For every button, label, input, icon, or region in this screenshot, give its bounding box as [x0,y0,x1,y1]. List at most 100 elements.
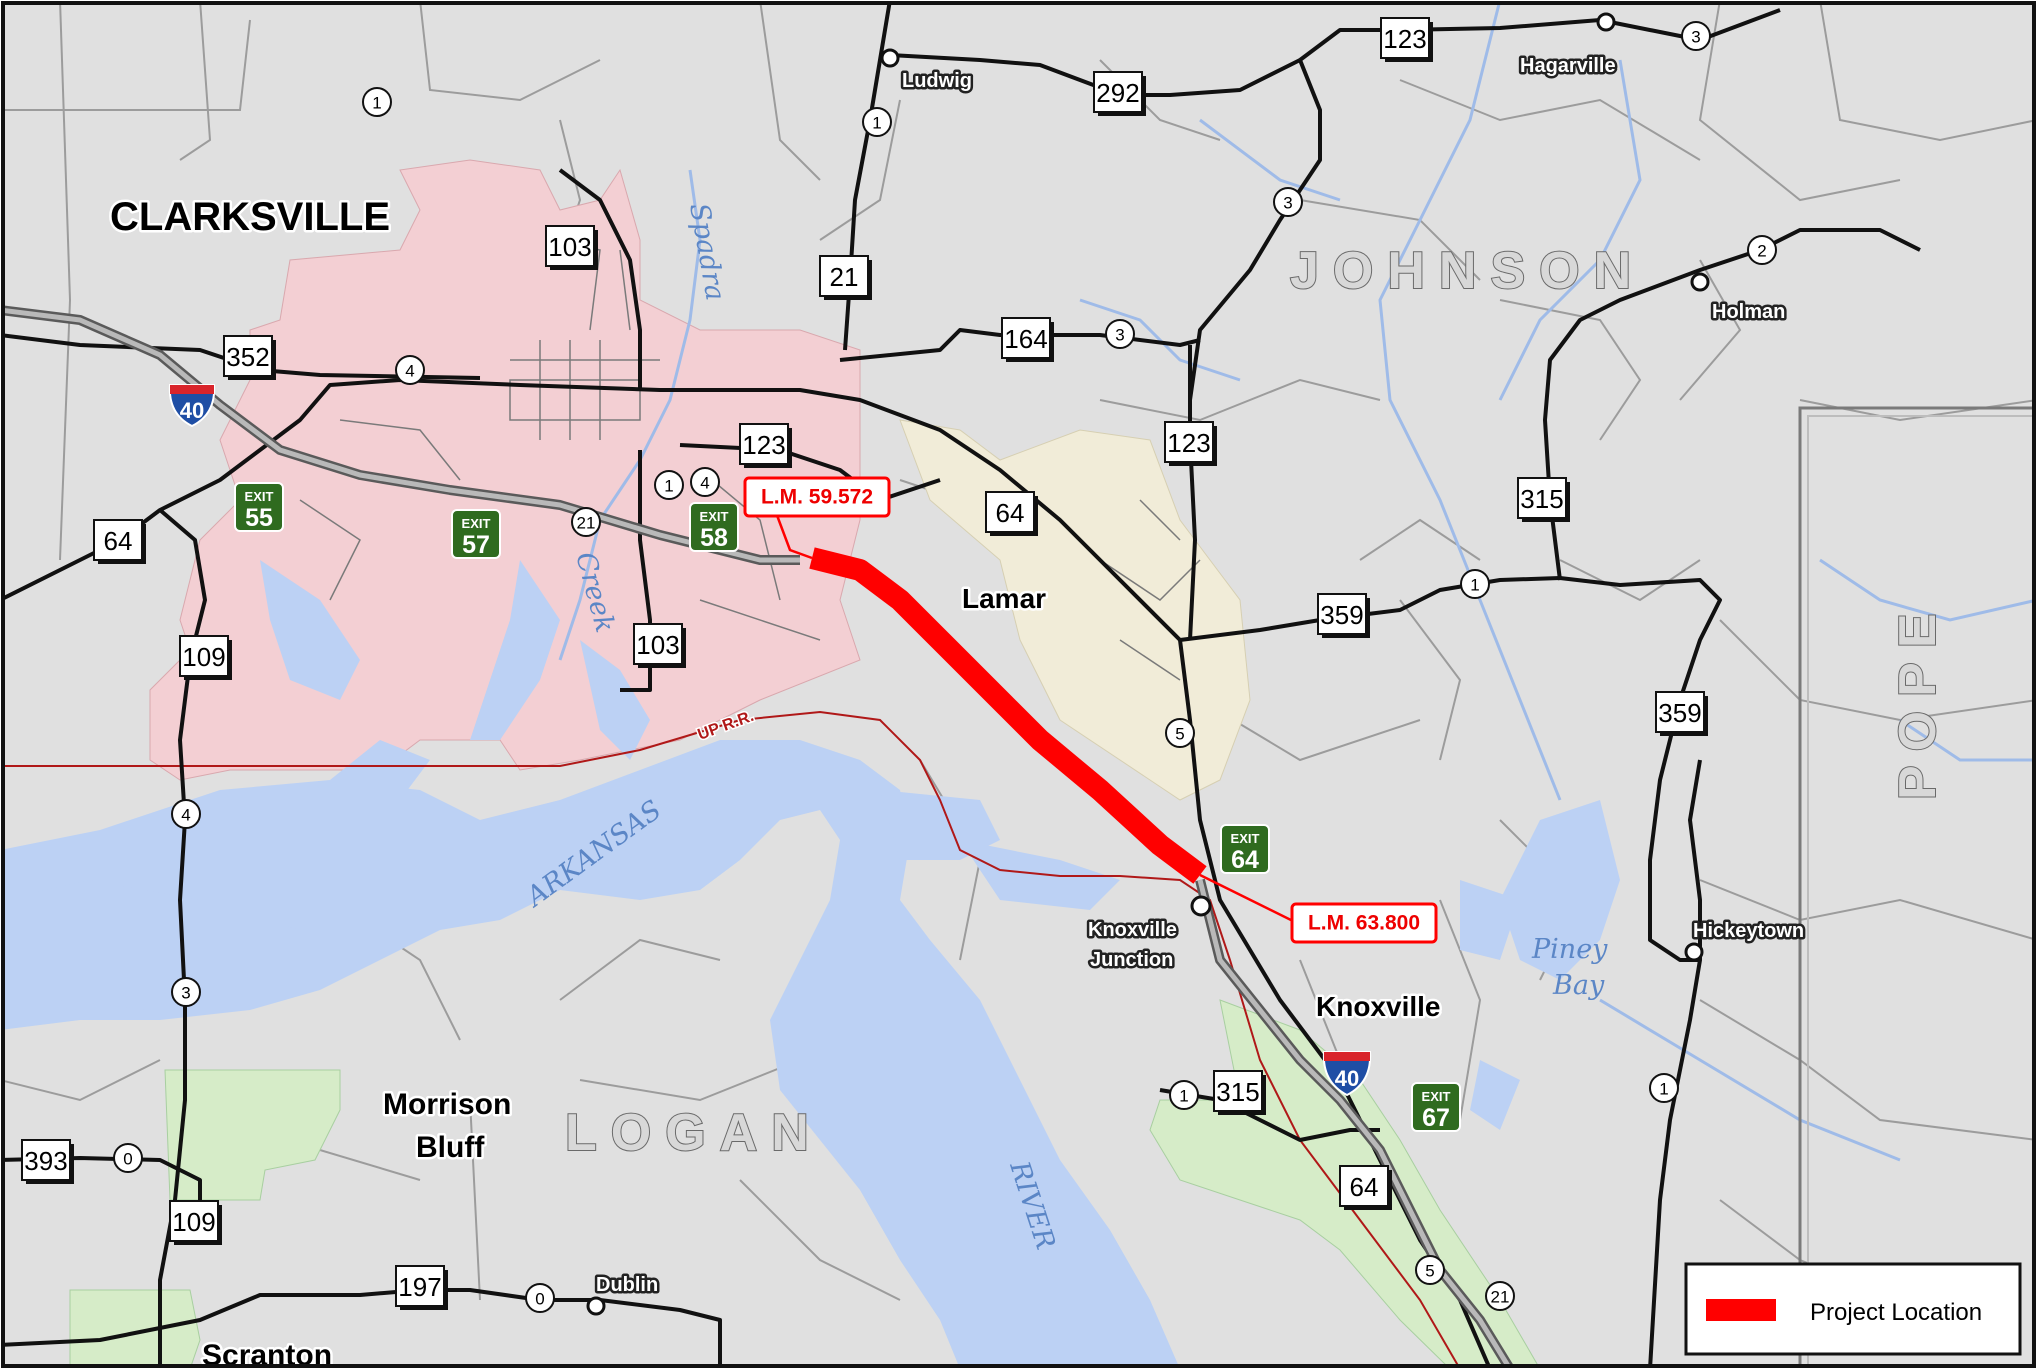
state-route-shield: 123 [739,423,792,468]
county-route-marker: 1 [654,470,684,500]
county-route-marker-label: 5 [1425,1262,1434,1281]
county-route-marker: 3 [1273,187,1303,217]
state-route-shield-label: 64 [996,498,1025,528]
city-label-morrison: Morrison [383,1088,511,1121]
county-route-marker: 1 [362,87,392,117]
exit-marker-label: EXIT [700,509,729,524]
county-label-logan: LOGAN [565,1104,823,1162]
exit-marker-number: 64 [1231,846,1259,874]
exit-marker-number: 57 [462,531,490,559]
state-route-shield: 64 [1339,1165,1392,1210]
svg-text:40: 40 [180,398,204,423]
exit-marker-label: EXIT [462,516,491,531]
county-route-marker: 1 [1649,1073,1679,1103]
county-route-marker: 0 [525,1283,555,1313]
county-route-marker: 4 [395,355,425,385]
county-route-marker: 3 [171,977,201,1007]
state-route-shield: 109 [179,635,232,680]
place-label-hagarville: Hagarville [1520,55,1616,77]
state-route-shield: 315 [1213,1070,1266,1115]
state-route-shield-label: 103 [548,232,591,262]
county-route-marker-label: 21 [577,514,596,533]
place-label-ludwig: Ludwig [902,70,972,92]
state-route-shield-label: 197 [398,1272,441,1302]
i40-shield-east: 40 [1322,1051,1372,1097]
i40-shield-west: 40 [168,384,216,428]
state-route-shield-label: 359 [1320,600,1363,630]
state-route-shield: 109 [169,1200,222,1245]
place-label-knoxville-junction-2: Junction [1090,949,1173,971]
state-route-shield-label: 123 [742,430,785,460]
county-route-marker: 3 [1105,319,1135,349]
state-route-shield-label: 64 [1350,1172,1379,1202]
county-route-marker: 3 [1681,21,1711,51]
exit-marker-label: EXIT [245,489,274,504]
state-route-shield: 315 [1517,477,1570,522]
place-label-dublin: Dublin [596,1274,658,1296]
county-route-marker: 21 [571,507,601,537]
exit-marker-number: 55 [245,504,273,532]
exit-marker-number: 58 [700,524,728,552]
state-route-shield: 64 [93,519,146,564]
scranton-park-area [69,1289,201,1365]
state-route-shield-label: 292 [1096,78,1139,108]
exit-marker-label: EXIT [1422,1089,1451,1104]
county-route-marker-label: 4 [700,474,709,493]
state-route-shield-label: 123 [1383,24,1426,54]
county-boundary [1798,406,2033,1365]
city-label-clarksville: CLARKSVILLE [110,195,390,239]
state-route-shield-label: 359 [1658,698,1701,728]
creeks [558,4,2033,1162]
county-route-marker-label: 1 [1470,576,1479,595]
lm-marker-end: L.M. 63.800 [1290,902,1438,944]
svg-text:L.M. 59.572: L.M. 59.572 [761,486,873,509]
state-route-shield-label: 393 [24,1146,67,1176]
state-route-shield-label: 21 [830,262,859,292]
county-route-marker-label: 3 [1115,326,1124,345]
state-route-shield: 64 [985,491,1038,536]
state-route-shield-label: 315 [1216,1077,1259,1107]
place-dots [586,12,1710,1316]
state-route-shield: 103 [545,225,598,270]
clarksville-streets [299,239,1201,681]
county-route-marker-label: 3 [1283,194,1292,213]
exit-marker-label: EXIT [1231,831,1260,846]
county-route-marker-label: 1 [1179,1087,1188,1106]
lm-start-leader [773,509,813,560]
state-route-shield: 359 [1655,691,1708,736]
county-route-marker-label: 4 [405,362,414,381]
arkansas-river [4,560,1620,1365]
water-label-bay: Bay [1552,970,1605,1001]
state-route-shield: 123 [1380,17,1433,62]
state-route-shield-label: 352 [226,342,269,372]
city-label-lamar: Lamar [962,583,1046,614]
county-route-marker: 1 [1460,569,1490,599]
city-label-bluff: Bluff [416,1131,485,1164]
state-route-shield: 21 [819,255,872,300]
county-route-marker-label: 2 [1757,242,1766,261]
place-label-hickeytown: Hickeytown [1693,920,1804,942]
lm-end-leader [1199,873,1296,924]
county-route-marker-label: 1 [872,114,881,133]
state-route-shield-label: 103 [636,630,679,660]
state-route-shield-label: 164 [1004,324,1047,354]
up-railroad [4,710,1459,1365]
state-route-shield: 103 [633,623,686,668]
state-route-shield: 197 [395,1265,448,1310]
state-route-shield-label: 109 [182,642,225,672]
legend-project-swatch [1706,1299,1776,1321]
place-label-knoxville-junction-1: Knoxville [1088,919,1177,941]
county-route-marker-label: 1 [1659,1080,1668,1099]
project-segment [809,547,1207,884]
svg-text:40: 40 [1335,1066,1359,1091]
svg-text:L.M. 63.800: L.M. 63.800 [1308,912,1420,935]
county-route-marker-label: 1 [664,477,673,496]
county-route-marker: 1 [862,107,892,137]
state-route-shield-label: 64 [104,526,133,556]
county-route-marker: 5 [1165,718,1195,748]
